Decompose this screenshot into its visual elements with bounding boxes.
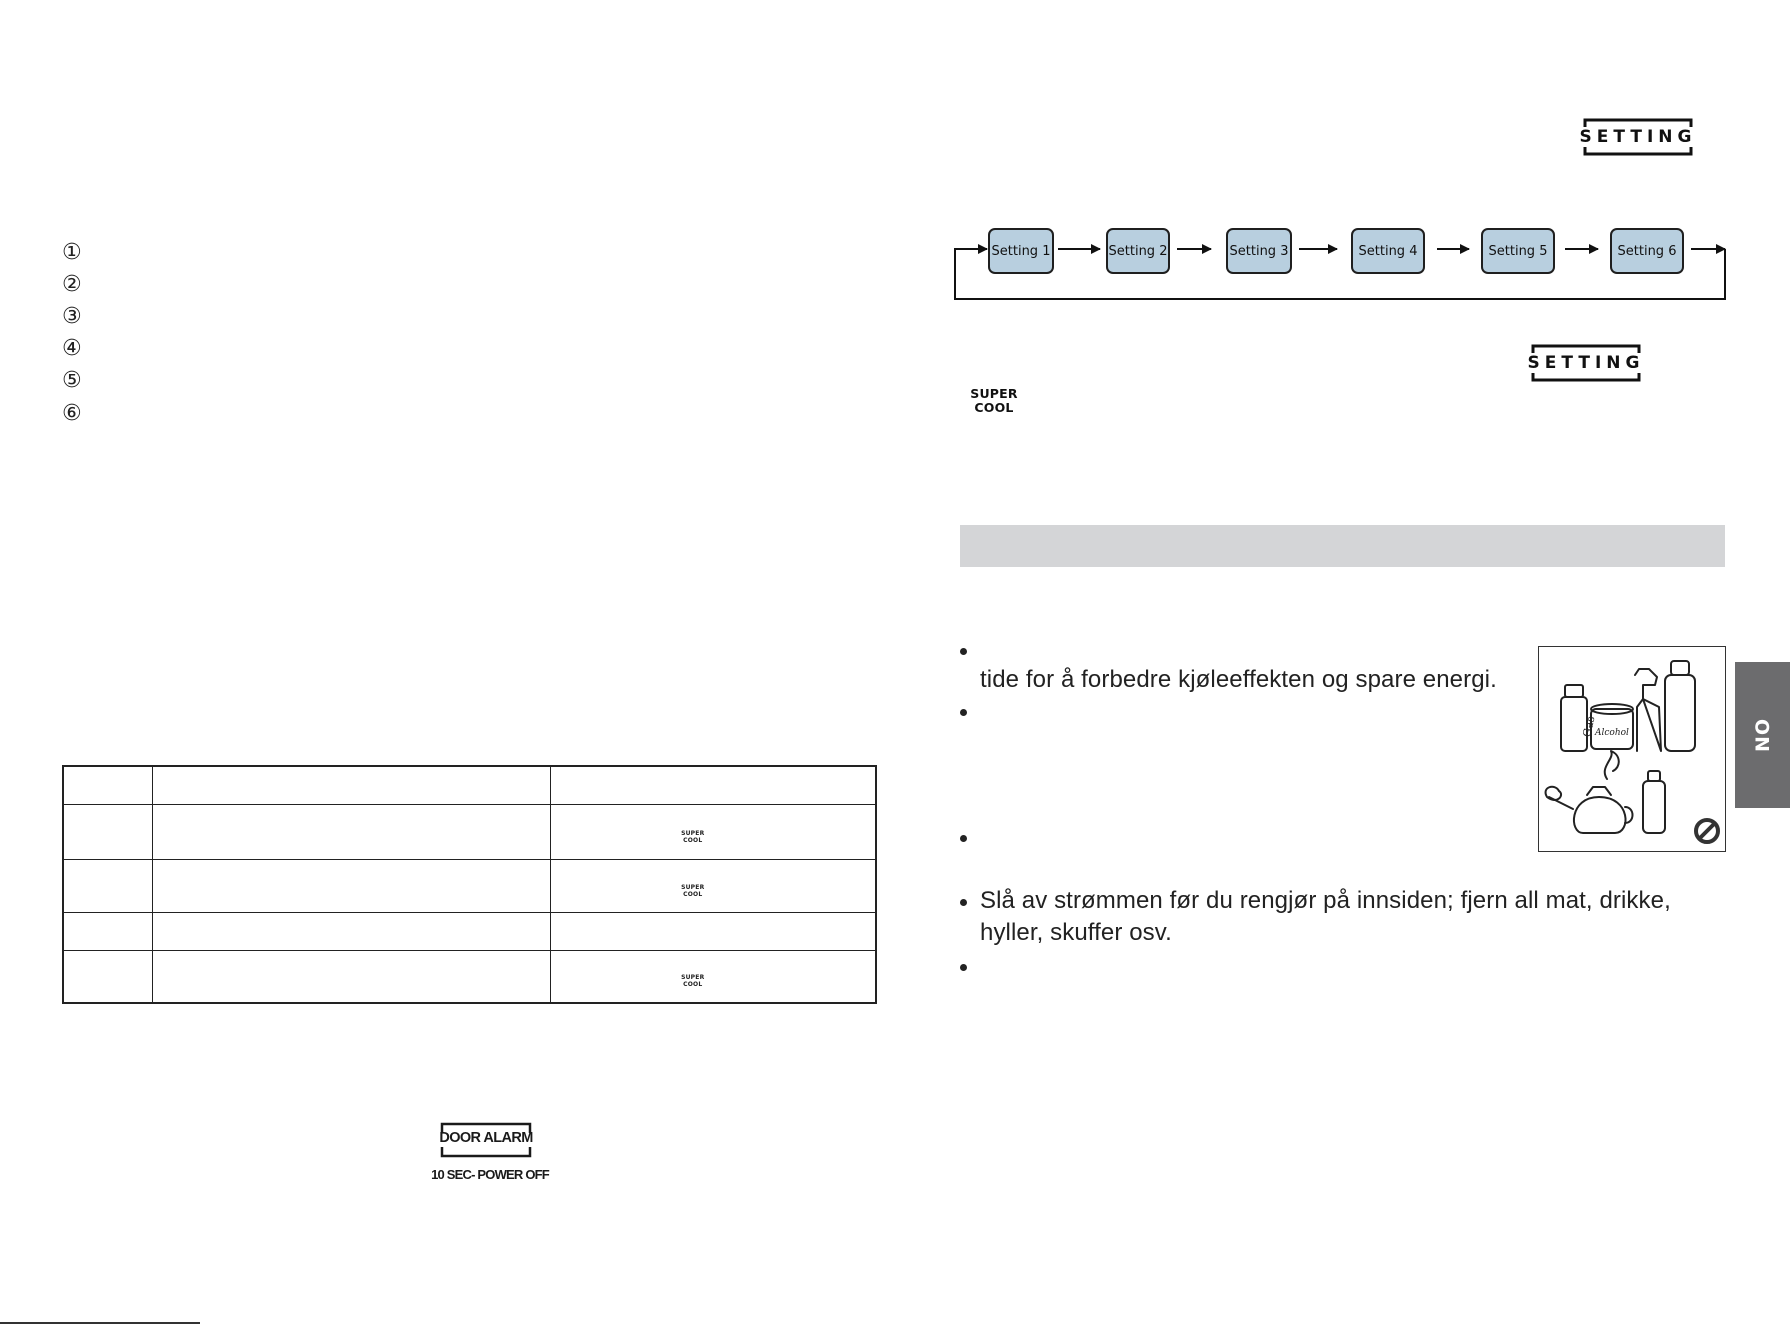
no-flammables-illustration: Gas Alcohol	[1538, 646, 1726, 852]
table-cell	[62, 911, 153, 951]
setting-icon: SETTING	[1525, 343, 1647, 383]
super-cool-line2: COOL	[974, 400, 1014, 415]
flow-step-5: Setting 5	[1481, 228, 1555, 274]
language-tab-label: NO	[1751, 717, 1774, 753]
setting-icon-label: SETTING	[1525, 353, 1647, 373]
section-header-bar	[960, 525, 1725, 567]
table-cell	[151, 765, 551, 805]
list-marker-6: ⑥	[62, 401, 82, 426]
super-cool-icon: SUPER COOL	[964, 387, 1024, 415]
flow-step-6: Setting 6	[1610, 228, 1684, 274]
door-alarm-subtext: 10 SEC- POWER OFF	[431, 1167, 550, 1182]
table-cell	[549, 911, 877, 951]
table-cell	[549, 765, 877, 805]
table-cell	[151, 949, 551, 1004]
table-cell	[62, 949, 153, 1004]
bullet	[960, 899, 967, 906]
table-cell	[62, 765, 153, 805]
bullet-4-text-line2: hyller, skuffer osv.	[980, 919, 1172, 946]
flow-step-3: Setting 3	[1226, 228, 1292, 274]
flow-step-4: Setting 4	[1351, 228, 1425, 274]
table-cell	[151, 858, 551, 913]
list-marker-3: ③	[62, 304, 82, 329]
list-marker-1: ①	[62, 240, 82, 265]
settings-cycle-arrows	[954, 244, 1726, 300]
setting-icon-label: SETTING	[1577, 127, 1699, 147]
setting-icon: SETTING	[1577, 117, 1699, 157]
footer-rule	[0, 1322, 200, 1324]
flammables-drawing: Gas Alcohol	[1544, 660, 1720, 844]
bullet-4-text-line1: Slå av strømmen før du rengjør på innsid…	[980, 887, 1671, 914]
table-header-row	[62, 765, 877, 805]
language-tab[interactable]: NO	[1735, 662, 1790, 808]
bullet	[960, 648, 967, 655]
door-alarm-icon: DOOR ALARM	[438, 1121, 534, 1159]
table-cell	[151, 911, 551, 951]
gas-label: Gas	[1580, 715, 1597, 739]
bullet	[960, 835, 967, 842]
super-cool-line1: SUPER	[970, 386, 1018, 401]
list-marker-4: ④	[62, 336, 82, 361]
flow-step-2: Setting 2	[1106, 228, 1170, 274]
bullet-1-text-line2: tide for å forbedre kjøleeffekten og spa…	[980, 666, 1497, 693]
door-alarm-label: DOOR ALARM	[439, 1130, 533, 1146]
flow-step-1: Setting 1	[988, 228, 1054, 274]
table-cell	[62, 803, 153, 860]
bullet	[960, 964, 967, 971]
list-marker-2: ②	[62, 272, 82, 297]
list-marker-5: ⑤	[62, 368, 82, 393]
alcohol-label: Alcohol	[1594, 728, 1629, 738]
bullet	[960, 709, 967, 716]
table-row	[62, 911, 877, 951]
table-cell	[62, 858, 153, 913]
table-cell	[151, 803, 551, 860]
